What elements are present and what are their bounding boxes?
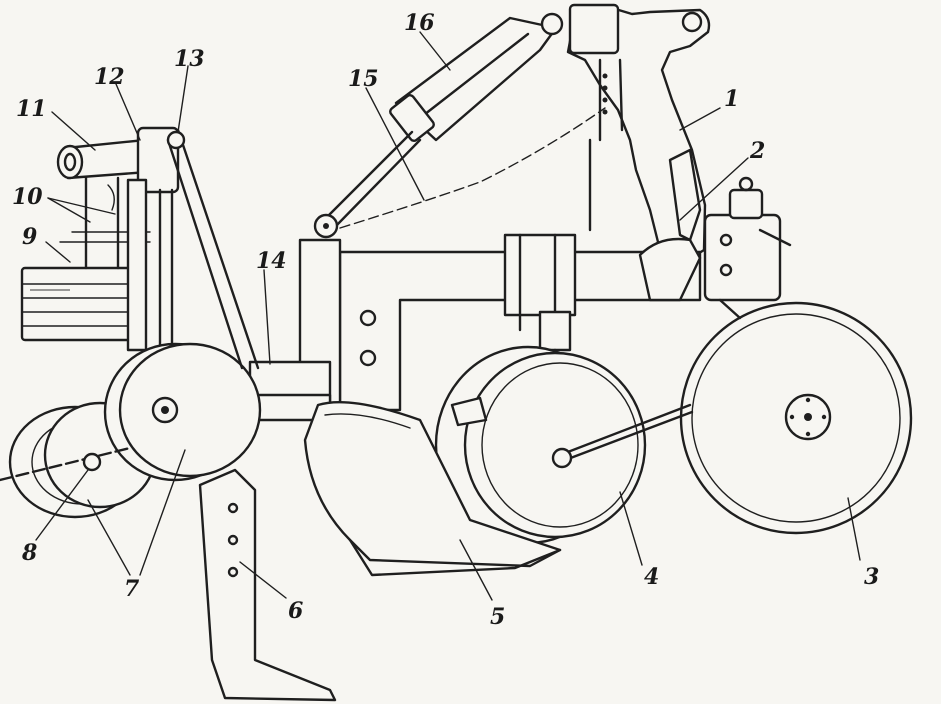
callout-12: 12 xyxy=(94,64,125,90)
ballast-weights xyxy=(20,266,144,342)
callout-6: 6 xyxy=(288,598,303,624)
axle xyxy=(0,446,132,482)
callout-5: 5 xyxy=(490,604,505,630)
callout-7: 7 xyxy=(124,576,140,602)
callout-2: 2 xyxy=(749,138,765,164)
callout-16: 16 xyxy=(404,10,435,36)
callout-4: 4 xyxy=(644,564,659,590)
leader-lines xyxy=(35,31,861,601)
callout-10: 10 xyxy=(12,184,43,210)
callout-8: 8 xyxy=(21,540,37,566)
strut-arm xyxy=(166,128,260,370)
callout-13: 13 xyxy=(174,46,205,72)
spherical-disc xyxy=(434,345,694,545)
plough-body xyxy=(303,400,562,577)
callout-1: 1 xyxy=(724,86,739,112)
hydraulic-cylinder xyxy=(313,12,564,239)
mounting-tower xyxy=(566,3,711,262)
disc-coulter xyxy=(679,298,913,535)
callout-labels: 1 2 3 4 5 6 7 8 9 10 11 12 13 14 15 16 xyxy=(12,10,879,630)
callout-11: 11 xyxy=(16,96,47,122)
crank-handle xyxy=(56,138,150,180)
callout-9: 9 xyxy=(22,224,37,250)
callout-15: 15 xyxy=(348,66,379,92)
callout-14: 14 xyxy=(256,248,287,274)
chain xyxy=(339,107,606,229)
support-wheels xyxy=(8,342,262,519)
subsoiler-shank xyxy=(198,468,337,702)
callout-3: 3 xyxy=(864,564,879,590)
